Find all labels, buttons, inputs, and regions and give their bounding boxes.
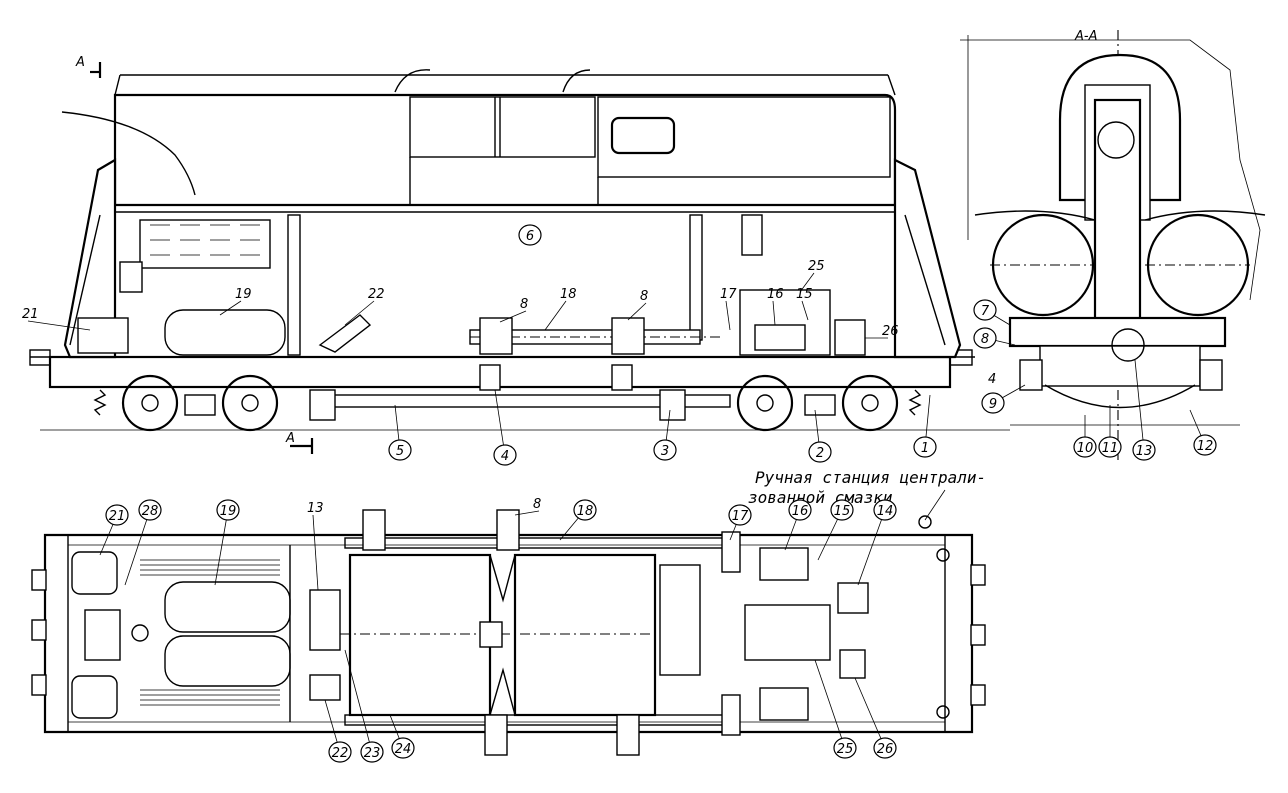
svg-text:22: 22 xyxy=(332,746,349,761)
svg-text:8: 8 xyxy=(533,497,541,512)
svg-text:21: 21 xyxy=(22,307,39,322)
svg-text:16: 16 xyxy=(767,287,784,302)
svg-text:21: 21 xyxy=(109,509,126,524)
svg-text:4: 4 xyxy=(501,449,509,464)
callout-15-plan: 15 xyxy=(817,499,854,561)
section-marker-top: А xyxy=(75,55,85,70)
svg-text:16: 16 xyxy=(792,504,809,519)
lubrication-note-line2: зованной смазки xyxy=(748,488,893,507)
svg-text:24: 24 xyxy=(395,742,412,757)
svg-text:13: 13 xyxy=(307,501,324,516)
label-17: 17 xyxy=(720,287,737,331)
callout-17-plan: 17 xyxy=(728,504,752,541)
callout-16-plan: 16 xyxy=(784,499,812,551)
svg-text:13: 13 xyxy=(1136,444,1153,459)
callout-21-plan: 21 xyxy=(99,504,129,556)
svg-text:8: 8 xyxy=(640,289,648,304)
svg-text:6: 6 xyxy=(526,229,534,244)
callout-14-plan: 14 xyxy=(857,499,897,586)
label-22: 22 xyxy=(344,287,385,326)
plan-view xyxy=(31,509,986,756)
svg-text:10: 10 xyxy=(1077,441,1094,456)
svg-text:17: 17 xyxy=(720,287,737,302)
label-8-plan: 8 xyxy=(514,497,541,516)
svg-text:8: 8 xyxy=(981,332,989,347)
callout-13: 13 xyxy=(1132,359,1156,461)
callout-18-plan: 18 xyxy=(559,499,597,541)
svg-text:18: 18 xyxy=(577,504,594,519)
label-18: 18 xyxy=(544,287,577,331)
svg-text:25: 25 xyxy=(837,742,854,757)
label-8a: 8 xyxy=(499,297,528,323)
label-26: 26 xyxy=(865,324,899,339)
label-4-section: 4 xyxy=(988,372,996,387)
svg-text:14: 14 xyxy=(877,504,894,519)
label-21: 21 xyxy=(22,307,91,331)
callout-28-plan: 28 xyxy=(124,499,162,586)
svg-text:28: 28 xyxy=(142,504,159,519)
label-25: 25 xyxy=(799,259,825,293)
callout-2: 2 xyxy=(808,409,832,463)
svg-text:22: 22 xyxy=(368,287,385,302)
svg-text:2: 2 xyxy=(816,446,824,461)
svg-text:15: 15 xyxy=(796,287,813,302)
svg-text:19: 19 xyxy=(220,504,237,519)
callout-22-plan: 22 xyxy=(324,699,352,763)
lubrication-note-line1: Ручная станция централи- xyxy=(755,468,986,487)
callout-10: 10 xyxy=(1073,415,1097,458)
svg-text:12: 12 xyxy=(1197,439,1214,454)
svg-text:26: 26 xyxy=(877,742,894,757)
callout-23-plan: 23 xyxy=(344,649,384,763)
callout-1: 1 xyxy=(913,394,937,458)
svg-text:3: 3 xyxy=(661,444,669,459)
svg-text:9: 9 xyxy=(989,397,997,412)
svg-text:5: 5 xyxy=(396,444,404,459)
callout-8-section: 8 xyxy=(973,327,1016,349)
svg-text:15: 15 xyxy=(834,504,851,519)
callout-11: 11 xyxy=(1098,405,1122,458)
svg-text:11: 11 xyxy=(1102,441,1119,456)
label-8b: 8 xyxy=(627,289,648,321)
section-marker-bottom: А xyxy=(285,431,295,446)
label-16: 16 xyxy=(767,287,784,326)
callout-25-plan: 25 xyxy=(814,659,857,759)
svg-text:23: 23 xyxy=(364,746,381,761)
callout-9: 9 xyxy=(981,384,1026,414)
callout-7: 7 xyxy=(973,299,1011,326)
callout-4: 4 xyxy=(493,389,517,466)
callout-19-plan: 19 xyxy=(214,499,240,586)
svg-text:7: 7 xyxy=(981,304,990,319)
label-15: 15 xyxy=(796,287,813,321)
svg-text:19: 19 xyxy=(235,287,252,302)
svg-text:25: 25 xyxy=(808,259,825,274)
section-title: А-А xyxy=(1074,29,1097,44)
svg-text:26: 26 xyxy=(882,324,899,339)
callout-3: 3 xyxy=(653,409,677,461)
svg-text:17: 17 xyxy=(732,509,749,524)
callout-24-plan: 24 xyxy=(389,714,415,759)
label-19: 19 xyxy=(219,287,252,316)
callout-26-plan: 26 xyxy=(854,677,897,759)
svg-text:18: 18 xyxy=(560,287,577,302)
callout-6: 6 xyxy=(518,224,542,246)
svg-text:1: 1 xyxy=(921,441,929,456)
label-13-plan: 13 xyxy=(307,501,324,591)
section-a-a-view: А-А xyxy=(960,29,1266,460)
svg-text:8: 8 xyxy=(520,297,528,312)
callout-5: 5 xyxy=(388,404,412,461)
side-elevation-view: А А xyxy=(29,55,1010,454)
callout-12: 12 xyxy=(1189,409,1217,456)
